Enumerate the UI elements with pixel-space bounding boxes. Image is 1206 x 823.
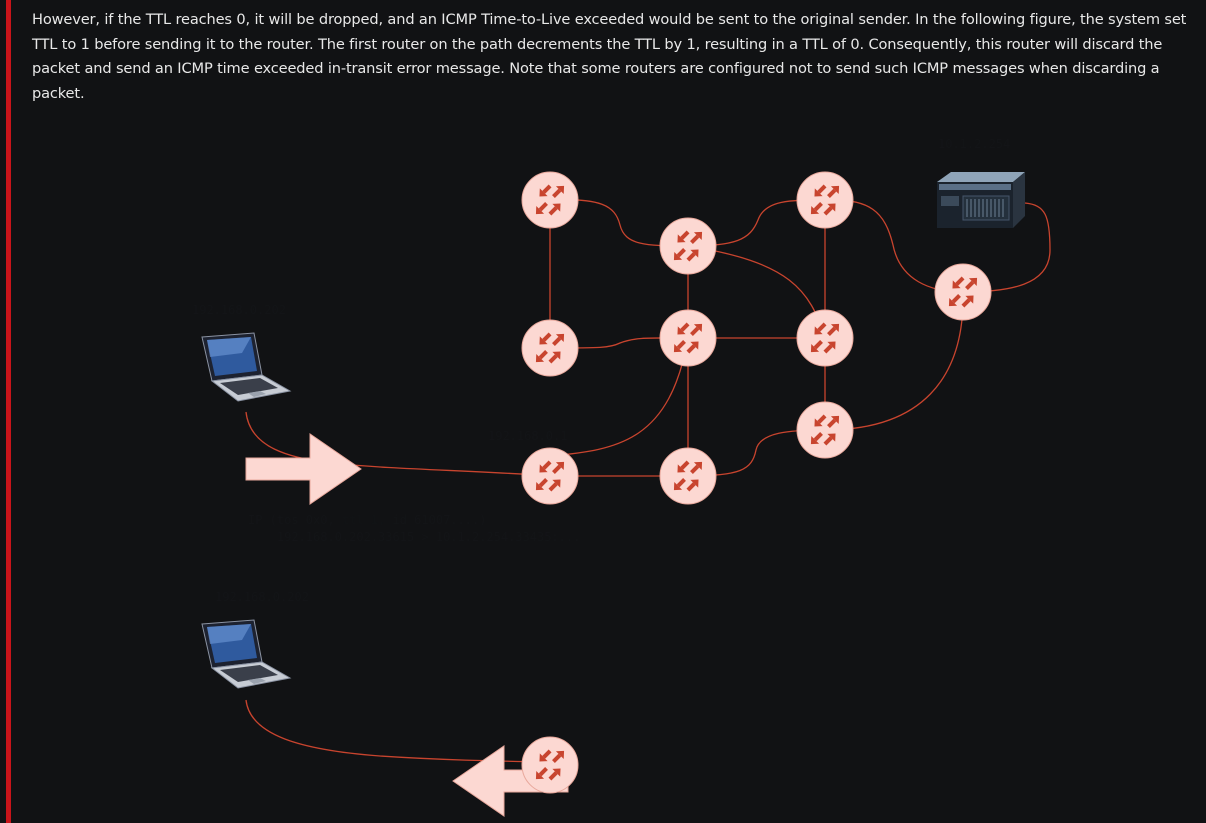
packet-address-line: 192.168.0.202.33615 > 10.1.2.254.33435:.… — [248, 530, 580, 544]
router-icon — [659, 217, 717, 275]
server-icon — [936, 171, 1026, 229]
router-icon — [521, 319, 579, 377]
router-icon — [659, 309, 717, 367]
router-icon — [934, 263, 992, 321]
router-icon — [796, 171, 854, 229]
packet-header-prefix: IP (tos 0x0, — [248, 513, 342, 527]
routers — [521, 171, 992, 794]
accent-bar — [6, 0, 11, 823]
router-icon — [521, 171, 579, 229]
top-host-label: 192.168.0.202 — [192, 303, 286, 317]
gateway-label: 192.168.0.1 — [488, 429, 567, 443]
link — [687, 199, 826, 247]
explanation-paragraph: However, if the TTL reaches 0, it will b… — [32, 11, 1187, 102]
packet-ttl-value: ttl 1, — [342, 513, 385, 527]
router-icon — [521, 447, 579, 505]
link — [549, 337, 689, 457]
link — [687, 429, 826, 477]
link — [549, 199, 689, 247]
router-icon — [659, 447, 717, 505]
bottom-host-label: 192.168.0.202 — [215, 590, 309, 604]
link — [824, 291, 964, 431]
router-icon — [796, 309, 854, 367]
router-icon — [796, 401, 854, 459]
packet-header-suffix: id 61007....) — [385, 513, 486, 527]
outgoing-packet-arrow — [245, 433, 362, 505]
router-icon — [521, 736, 579, 794]
link — [962, 202, 1051, 293]
network-links — [245, 199, 1051, 763]
laptop-icon — [201, 332, 291, 402]
server-label: 10.1.2.254 — [938, 137, 1010, 151]
laptop-icon — [201, 619, 291, 689]
packet-header-line: IP (tos 0x0, ttl 1, id 61007....) — [248, 513, 486, 527]
